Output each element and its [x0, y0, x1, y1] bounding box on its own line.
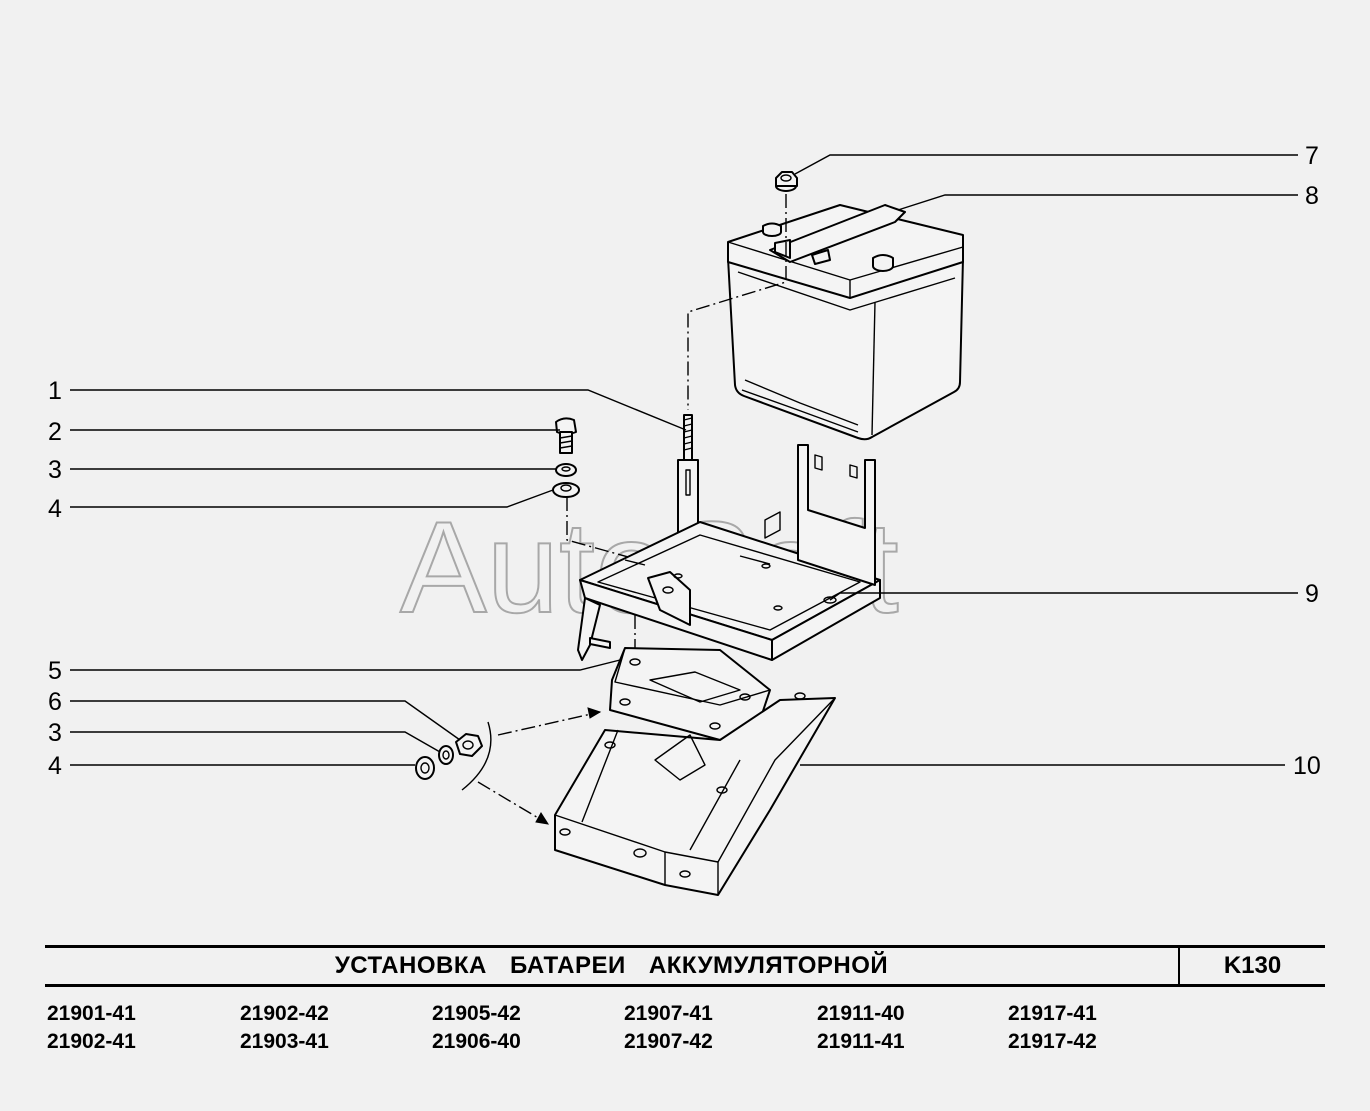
model-code: 21907-41: [624, 1002, 713, 1025]
nut-7: [775, 171, 798, 192]
callouts: 1 2 3 4 5 6 3 4 7 8 9 10: [48, 142, 1321, 780]
page-title: УСТАНОВКА БАТАРЕИ АККУМУЛЯТОРНОЙ: [334, 952, 889, 979]
assembly-path-rod: [687, 194, 787, 410]
model-column-5: 21911-40 21911-41: [817, 1000, 905, 1056]
catalog-code: K130: [1223, 952, 1282, 979]
parts-diagram: AutoSoft: [48, 142, 1321, 896]
model-code: 21902-42: [240, 1002, 329, 1025]
callout-4: 4: [48, 495, 62, 523]
model-code: 21911-41: [817, 1030, 905, 1053]
model-code: 21902-41: [47, 1030, 136, 1053]
bracket-10: [554, 692, 836, 896]
nut-6: [455, 733, 483, 757]
model-column-3: 21905-42 21906-40: [432, 1000, 521, 1056]
title-bar: УСТАНОВКА БАТАРЕИ АККУМУЛЯТОРНОЙ K130: [45, 945, 1325, 987]
model-column-4: 21907-41 21907-42: [624, 1000, 713, 1056]
callout-6: 6: [48, 688, 62, 716]
model-code: 21917-41: [1008, 1002, 1097, 1025]
callout-10: 10: [1293, 752, 1321, 780]
model-code: 21905-42: [432, 1002, 521, 1025]
view-arc: [461, 721, 492, 791]
callout-8: 8: [1305, 182, 1319, 210]
model-code: 21907-42: [624, 1030, 713, 1053]
callout-7: 7: [1305, 142, 1319, 170]
callout-3: 3: [48, 456, 62, 484]
callout-5: 5: [48, 657, 62, 685]
model-code: 21906-40: [432, 1030, 521, 1053]
model-column-6: 21917-41 21917-42: [1008, 1000, 1097, 1056]
washer-4-top: [552, 482, 580, 498]
bolt-2: [555, 417, 577, 454]
callout-4b: 4: [48, 752, 62, 780]
model-code: 21911-40: [817, 1002, 905, 1025]
assembly-arrow-lower: [477, 781, 546, 823]
model-column-2: 21902-42 21903-41: [240, 1000, 329, 1056]
leader-lines: [70, 154, 1298, 766]
lock-washer-3-top: [555, 463, 577, 477]
callout-1: 1: [48, 377, 62, 405]
support-plate-5: [609, 647, 771, 741]
battery-tray-9: [577, 444, 881, 661]
washer-4-bottom: [415, 756, 435, 780]
model-code: 21903-41: [240, 1030, 329, 1053]
callout-2: 2: [48, 418, 62, 446]
model-column-1: 21901-41 21902-41: [47, 1000, 136, 1056]
assembly-path-bolt: [566, 497, 676, 571]
callout-3b: 3: [48, 719, 62, 747]
lock-washer-3-bottom: [438, 745, 454, 765]
assembly-arrow-upper: [497, 711, 601, 736]
callout-9: 9: [1305, 580, 1319, 608]
title-divider: [1178, 948, 1180, 984]
battery: [727, 204, 964, 441]
model-code: 21917-42: [1008, 1030, 1097, 1053]
model-code: 21901-41: [47, 1002, 136, 1025]
